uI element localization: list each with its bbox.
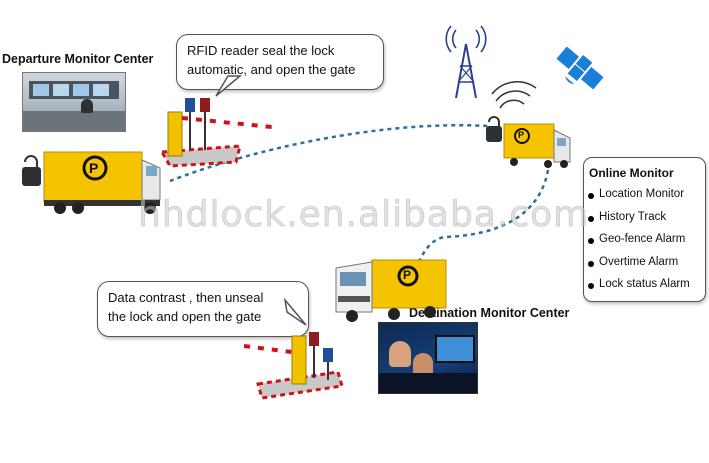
- online-monitor-item: Lock status Alarm: [588, 278, 690, 301]
- truck-logo-letter: P: [89, 160, 99, 176]
- destination-bubble-tail: [283, 297, 307, 326]
- departure-bubble-line: automatic, and open the gate: [187, 62, 356, 77]
- online-monitor-item: History Track: [588, 211, 690, 234]
- online-monitor-title: Online Monitor: [589, 166, 674, 180]
- departure-center-title: Departure Monitor Center: [2, 52, 154, 66]
- destination-bubble-line: the lock and open the gate: [108, 309, 262, 324]
- departure-control-room-photo: [22, 72, 126, 132]
- padlock-icon: [486, 116, 502, 142]
- departure-speech-bubble: RFID reader seal the lock automatic, and…: [176, 34, 384, 90]
- bullet-icon: [588, 260, 594, 267]
- satellite-icon: [556, 46, 604, 90]
- destination-operator-photo: [378, 322, 478, 394]
- destination-center-title: Destination Monitor Center: [409, 306, 570, 320]
- online-monitor-list: Location Monitor History Track Geo-fence…: [588, 188, 690, 301]
- online-monitor-item-label: Geo-fence Alarm: [599, 233, 686, 245]
- destination-barrier-gate-icon: [243, 332, 344, 400]
- bullet-icon: [588, 193, 594, 199]
- online-monitor-item-label: Overtime Alarm: [599, 255, 679, 268]
- departure-truck-icon: [43, 151, 161, 214]
- departure-barrier-gate-icon: [159, 98, 273, 168]
- online-monitor-item-label: Location Monitor: [599, 188, 685, 200]
- bullet-icon: [588, 238, 594, 244]
- transit-truck-icon: [503, 123, 571, 168]
- watermark-text: hhdlock.en.alibaba.com: [138, 194, 590, 236]
- truck-logo-letter: P: [403, 268, 412, 282]
- route-departure-to-transit: [169, 124, 489, 183]
- online-monitor-item: Geo-fence Alarm: [588, 233, 690, 256]
- padlock-icon: [22, 155, 41, 186]
- departure-bubble-tail: [215, 75, 243, 97]
- online-monitor-item: Overtime Alarm: [588, 256, 690, 279]
- destination-truck-icon: [335, 259, 447, 322]
- truck-logo-letter: P: [518, 130, 525, 140]
- bullet-icon: [588, 283, 594, 289]
- destination-speech-bubble: Data contrast , then unseal the lock and…: [97, 281, 309, 337]
- cell-tower-icon: [445, 25, 487, 99]
- online-monitor-panel: Online Monitor Location Monitor History …: [583, 157, 706, 302]
- online-monitor-item-label: History Track: [599, 210, 667, 223]
- online-monitor-item: Location Monitor: [588, 188, 690, 211]
- signal-waves-icon: [491, 81, 537, 109]
- online-monitor-item-label: Lock status Alarm: [599, 278, 690, 290]
- destination-bubble-line: Data contrast , then unseal: [108, 290, 264, 305]
- departure-bubble-line: RFID reader seal the lock: [187, 43, 335, 58]
- bullet-icon: [588, 215, 594, 222]
